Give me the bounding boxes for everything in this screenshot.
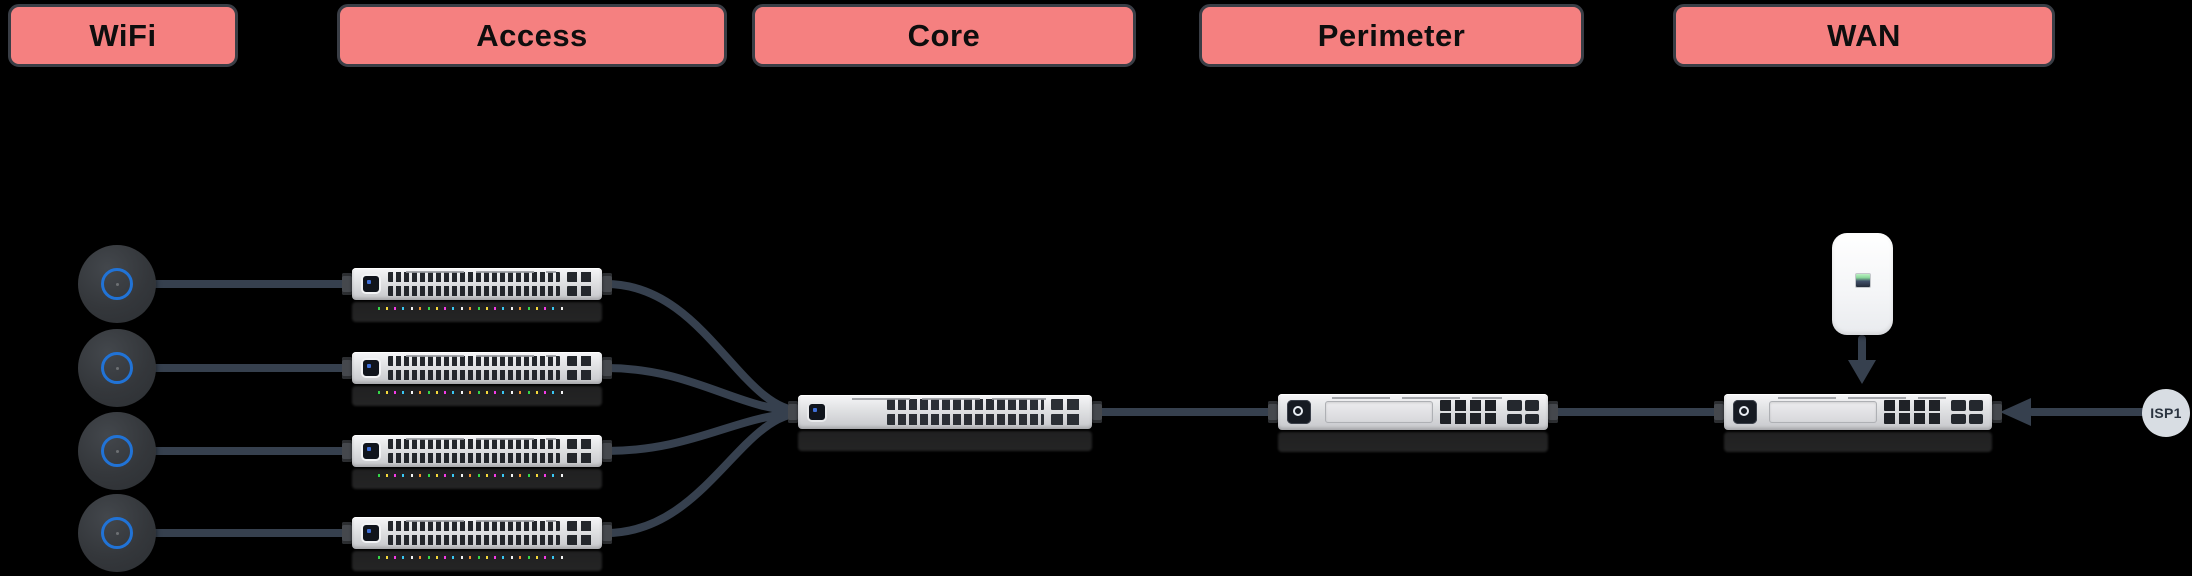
isp1-node[interactable]: ISP1 bbox=[2142, 389, 2190, 437]
rack-ear bbox=[1268, 401, 1278, 423]
gateway-display-icon bbox=[1287, 400, 1311, 424]
zone-label-text: WAN bbox=[1827, 17, 1901, 53]
port-led-reflection bbox=[378, 391, 568, 394]
rack-ear bbox=[602, 440, 612, 462]
sfp-ports bbox=[567, 439, 593, 463]
access-point-node-3[interactable] bbox=[78, 412, 156, 490]
lte-display-icon bbox=[1854, 272, 1871, 288]
sfp-ports bbox=[567, 272, 593, 296]
ethernet-ports bbox=[1440, 400, 1500, 424]
access-point-node-1[interactable] bbox=[78, 245, 156, 323]
sfp-uplink-ports bbox=[1051, 399, 1081, 425]
gateway-chassis bbox=[1278, 394, 1548, 430]
port-led-reflection bbox=[378, 556, 568, 559]
ap-led-ring-icon bbox=[101, 352, 133, 384]
device-reflection bbox=[352, 386, 602, 406]
switch-display-icon bbox=[807, 402, 827, 422]
rack-ear bbox=[342, 273, 352, 295]
sfp-ports bbox=[1951, 400, 1983, 424]
device-reflection bbox=[1724, 432, 1992, 452]
isp1-label: ISP1 bbox=[2150, 405, 2182, 421]
switch-chassis bbox=[352, 517, 602, 549]
sfp-port-row bbox=[886, 399, 1044, 425]
rack-ear bbox=[342, 357, 352, 379]
switch-display-icon bbox=[361, 358, 381, 378]
zone-label-wan: WAN bbox=[1673, 4, 2055, 67]
port-led-reflection bbox=[378, 307, 568, 310]
drive-bay bbox=[1769, 401, 1877, 423]
perimeter-gateway-node[interactable] bbox=[1268, 394, 1558, 452]
ethernet-ports bbox=[388, 521, 560, 545]
switch-chassis bbox=[352, 352, 602, 384]
ethernet-ports bbox=[388, 272, 560, 296]
drive-bay bbox=[1325, 401, 1433, 423]
switch-chassis bbox=[352, 268, 602, 300]
rack-ear bbox=[1714, 401, 1724, 423]
access-switch-node-1[interactable] bbox=[342, 268, 612, 322]
link-switch4-core bbox=[602, 409, 806, 537]
device-reflection bbox=[1278, 432, 1548, 452]
zone-label-core: Core bbox=[752, 4, 1136, 67]
rack-ear bbox=[602, 357, 612, 379]
arrowhead-lte-to-wan bbox=[1848, 360, 1876, 384]
device-reflection bbox=[352, 302, 602, 322]
rack-ear bbox=[602, 522, 612, 544]
rack-ear bbox=[1992, 401, 2002, 423]
core-aggregation-switch-node[interactable] bbox=[788, 395, 1102, 451]
zone-label-text: Perimeter bbox=[1317, 17, 1466, 53]
rack-ear bbox=[602, 273, 612, 295]
arrowhead-isp-to-wan bbox=[2000, 398, 2031, 426]
switch-chassis bbox=[352, 435, 602, 467]
port-led-reflection bbox=[378, 474, 568, 477]
ap-led-ring-icon bbox=[101, 435, 133, 467]
rack-ear bbox=[342, 440, 352, 462]
access-point-node-4[interactable] bbox=[78, 494, 156, 572]
zone-label-access: Access bbox=[337, 4, 727, 67]
device-reflection bbox=[352, 469, 602, 489]
switch-display-icon bbox=[361, 523, 381, 543]
switch-display-icon bbox=[361, 274, 381, 294]
access-switch-node-3[interactable] bbox=[342, 435, 612, 489]
wan-gateway-node[interactable] bbox=[1714, 394, 2002, 452]
zone-label-wifi: WiFi bbox=[8, 4, 238, 67]
link-switch2-core bbox=[602, 364, 806, 415]
ethernet-ports bbox=[1884, 400, 1944, 424]
switch-chassis bbox=[798, 395, 1092, 429]
zone-label-text: Access bbox=[476, 17, 588, 53]
sfp-ports bbox=[567, 521, 593, 545]
gateway-chassis bbox=[1724, 394, 1992, 430]
ethernet-ports bbox=[388, 356, 560, 380]
ap-led-ring-icon bbox=[101, 268, 133, 300]
access-point-node-2[interactable] bbox=[78, 329, 156, 407]
sfp-ports bbox=[1507, 400, 1539, 424]
access-switch-node-4[interactable] bbox=[342, 517, 612, 571]
link-switch1-core bbox=[602, 280, 806, 415]
switch-display-icon bbox=[361, 441, 381, 461]
zone-label-text: WiFi bbox=[89, 17, 157, 53]
rack-ear bbox=[788, 401, 798, 423]
zone-label-text: Core bbox=[907, 17, 981, 53]
lte-backup-node[interactable] bbox=[1832, 233, 1893, 335]
gateway-display-icon bbox=[1733, 400, 1757, 424]
rack-ear bbox=[342, 522, 352, 544]
ap-led-ring-icon bbox=[101, 517, 133, 549]
device-reflection bbox=[352, 551, 602, 571]
zone-label-perimeter: Perimeter bbox=[1199, 4, 1584, 67]
rack-ear bbox=[1548, 401, 1558, 423]
ethernet-ports bbox=[388, 439, 560, 463]
sfp-ports bbox=[567, 356, 593, 380]
rack-ear bbox=[1092, 401, 1102, 423]
access-switch-node-2[interactable] bbox=[342, 352, 612, 406]
device-reflection bbox=[798, 431, 1092, 451]
